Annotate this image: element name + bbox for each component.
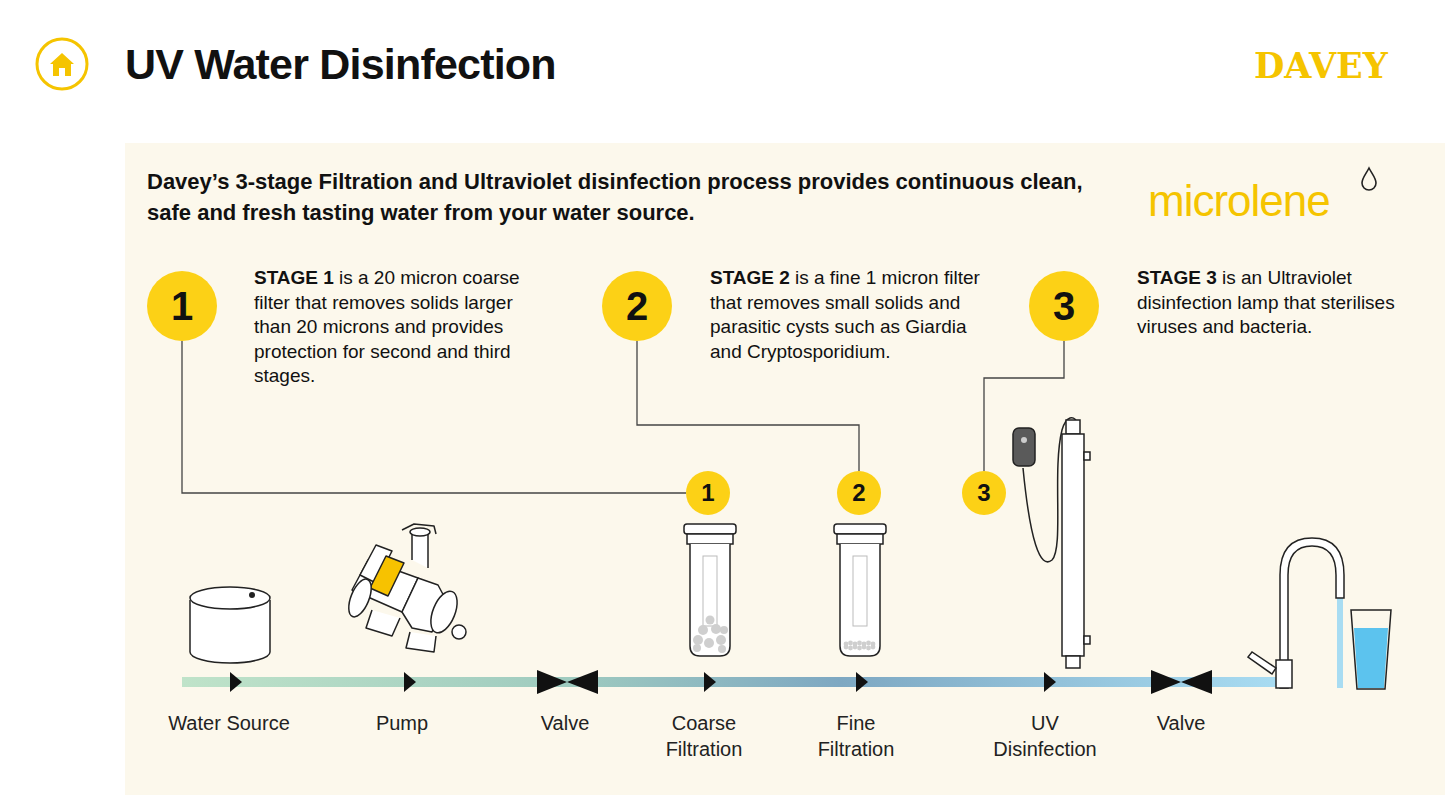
component-label: Coarse Filtration bbox=[649, 710, 759, 762]
page-title: UV Water Disinfection bbox=[125, 38, 556, 90]
callout-circle: 2 bbox=[837, 471, 881, 515]
callout-circle: 3 bbox=[962, 471, 1006, 515]
product-logo: microlene bbox=[1148, 176, 1330, 226]
callout-number: 3 bbox=[1053, 286, 1075, 326]
glass bbox=[1351, 610, 1391, 689]
stage-circle: 3 bbox=[1029, 271, 1099, 341]
faucet bbox=[1248, 538, 1344, 688]
uv-lamp bbox=[1013, 418, 1090, 668]
component-label: Pump bbox=[352, 710, 452, 736]
stage-heading: STAGE 2 bbox=[710, 267, 790, 288]
content-panel bbox=[125, 143, 1445, 795]
water-tank bbox=[190, 587, 270, 663]
coarse-filter bbox=[684, 524, 736, 656]
stage-description: STAGE 3is an Ultraviolet disinfection la… bbox=[1137, 266, 1429, 340]
leader-line bbox=[182, 341, 686, 493]
leader-line bbox=[984, 341, 1064, 471]
callout-number: 2 bbox=[626, 286, 648, 326]
brand-logo: DAVEY bbox=[1254, 44, 1388, 88]
stage-description: STAGE 1is a 20 micron coarse filter that… bbox=[254, 266, 546, 389]
pump bbox=[344, 524, 466, 652]
stage-circle: 1 bbox=[147, 271, 217, 341]
callout-number: 1 bbox=[171, 286, 193, 326]
callout-number: 2 bbox=[852, 481, 865, 505]
stage-circle: 2 bbox=[602, 271, 672, 341]
home-icon bbox=[37, 39, 87, 89]
stage-description: STAGE 2is a fine 1 micron filter that re… bbox=[710, 266, 1002, 364]
flow-arrows bbox=[230, 672, 1056, 692]
component-label: Water Source bbox=[139, 710, 319, 736]
callout-circle: 1 bbox=[686, 471, 730, 515]
drop-icon bbox=[1362, 168, 1376, 190]
valve-symbol bbox=[537, 670, 1212, 694]
component-label: Valve bbox=[515, 710, 615, 736]
pipe bbox=[182, 677, 1282, 687]
callout-number: 1 bbox=[701, 481, 714, 505]
intro-text: Davey’s 3-stage Filtration and Ultraviol… bbox=[147, 166, 1132, 228]
component-label: Fine Filtration bbox=[801, 710, 911, 762]
component-label: UV Disinfection bbox=[980, 710, 1110, 762]
component-label: Valve bbox=[1131, 710, 1231, 736]
stage-heading: STAGE 1 bbox=[254, 267, 334, 288]
fine-filter bbox=[834, 524, 886, 656]
stage-heading: STAGE 3 bbox=[1137, 267, 1217, 288]
callout-number: 3 bbox=[977, 481, 990, 505]
